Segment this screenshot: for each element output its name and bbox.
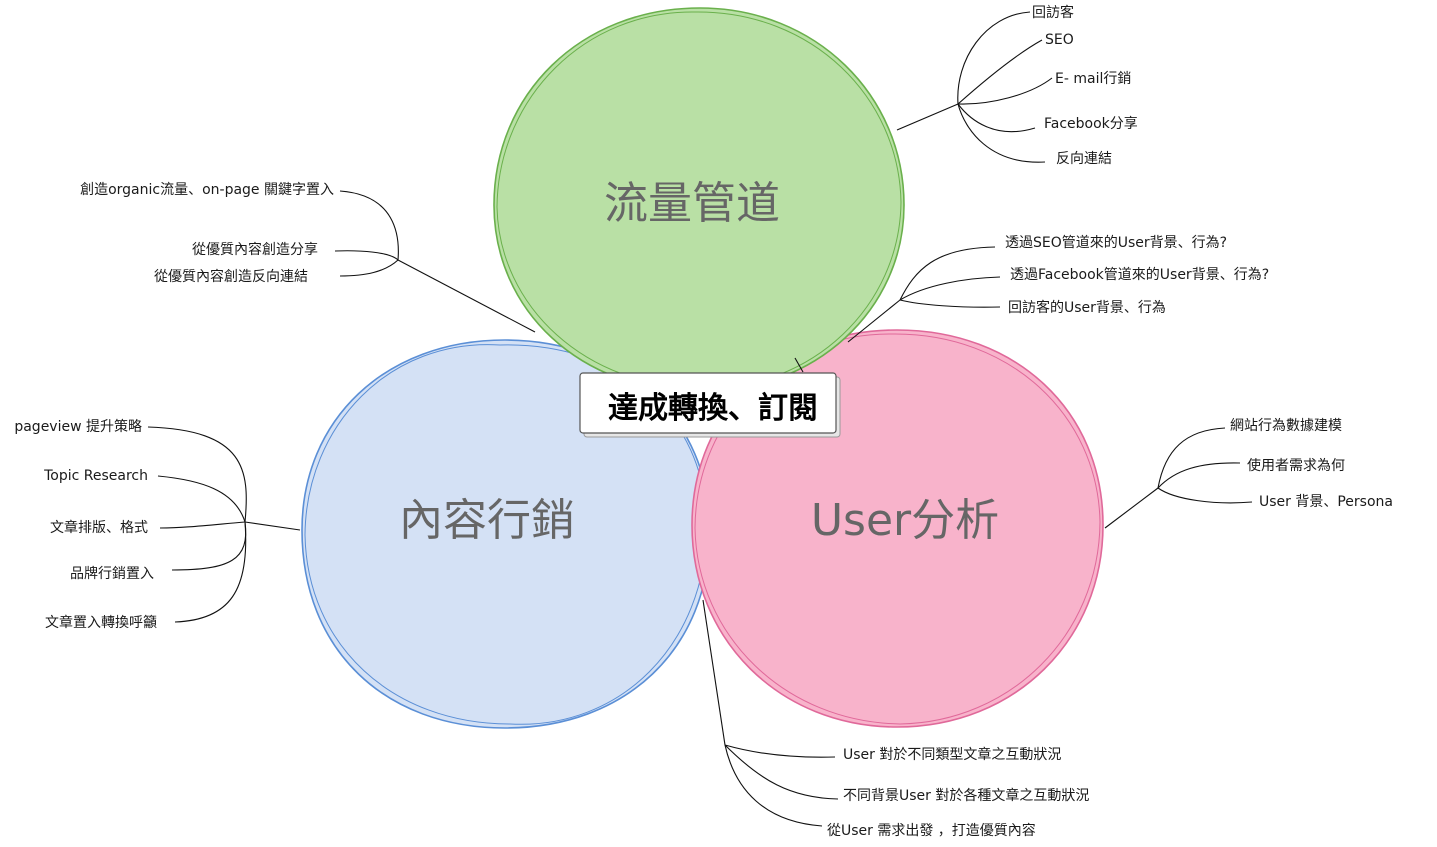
group-traffic-user-0: 透過SEO管道來的User背景、行為? bbox=[1005, 235, 1227, 251]
circle-label-user: User分析 bbox=[811, 495, 999, 546]
branch-traffic-1: SEO bbox=[1045, 32, 1074, 48]
branch-content-0: pageview 提升策略 bbox=[14, 418, 142, 435]
group-traffic-user-1: 透過Facebook管道來的User背景、行為? bbox=[1010, 267, 1269, 283]
group-content-user-1: 不同背景User 對於各種文章之互動狀況 bbox=[843, 787, 1089, 804]
group-traffic-user-2: 回訪客的User背景、行為 bbox=[1008, 299, 1166, 316]
group-traffic-content-0: 創造organic流量、on-page 關鍵字置入 bbox=[80, 182, 334, 198]
branch-traffic-2: E- mail行銷 bbox=[1055, 71, 1131, 87]
center-box: 達成轉換、訂閱 bbox=[579, 372, 841, 438]
branch-content-1: Topic Research bbox=[43, 468, 148, 484]
branch-user-0: 網站行為數據建模 bbox=[1230, 418, 1342, 434]
group-traffic-content-2: 從優質內容創造反向連結 bbox=[154, 268, 308, 285]
group-content-user-0: User 對於不同類型文章之互動狀況 bbox=[843, 746, 1061, 763]
branch-user-1: 使用者需求為何 bbox=[1247, 457, 1345, 474]
branch-content-2: 文章排版、格式 bbox=[50, 519, 148, 536]
branch-traffic-4: 反向連結 bbox=[1056, 151, 1112, 167]
connectors bbox=[147, 11, 1253, 827]
branch-traffic-0: 回訪客 bbox=[1032, 4, 1074, 21]
branch-traffic-3: Facebook分享 bbox=[1044, 115, 1138, 132]
center-label: 達成轉換、訂閱 bbox=[608, 391, 818, 426]
circle-label-traffic: 流量管道 bbox=[604, 178, 780, 229]
group-content-user-2: 從User 需求出發 ，打造優質內容 bbox=[827, 822, 1036, 839]
branch-content-3: 品牌行銷置入 bbox=[70, 565, 154, 582]
circle-label-content: 內容行銷 bbox=[399, 495, 575, 546]
group-traffic-content-1: 從優質內容創造分享 bbox=[192, 241, 318, 258]
branch-content-4: 文章置入轉換呼籲 bbox=[45, 614, 157, 631]
branch-user-2: User 背景、Persona bbox=[1259, 494, 1393, 510]
